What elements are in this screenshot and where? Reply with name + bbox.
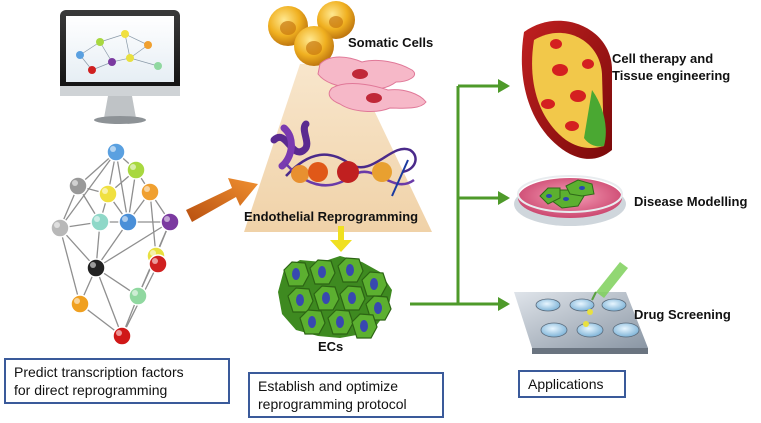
- establish-box-line2: reprogramming protocol: [258, 396, 407, 412]
- transcription-factor-network: [50, 142, 180, 346]
- network-node: [98, 184, 118, 204]
- applications-box: Applications: [518, 370, 626, 398]
- network-edge: [59, 227, 81, 305]
- cell-nucleus: [308, 316, 316, 328]
- establish-box-line1: Establish and optimize: [258, 378, 399, 394]
- network-node: [126, 160, 146, 180]
- predict-box-line1: Predict transcription factors: [14, 364, 184, 380]
- cell-nucleus: [318, 266, 326, 278]
- ecs-label: ECs: [318, 339, 344, 354]
- cell-nucleus: [374, 302, 382, 314]
- network-node-highlight: [54, 222, 60, 228]
- network-node-highlight: [122, 216, 128, 222]
- application-arrows: [410, 79, 510, 311]
- drug-screening-label: Drug Screening: [634, 307, 731, 322]
- network-node: [50, 218, 70, 238]
- network-node: [86, 258, 106, 278]
- network-node: [70, 294, 90, 314]
- cell-nucleus: [370, 278, 378, 290]
- cell-nucleus: [292, 268, 300, 280]
- network-node-highlight: [94, 216, 100, 222]
- cell-nucleus: [296, 294, 304, 306]
- network-node-highlight: [164, 216, 170, 222]
- network-edge: [95, 267, 123, 337]
- somatic-cells-illustration: [268, 1, 427, 112]
- somatic-cells-label: Somatic Cells: [348, 35, 434, 50]
- network-edge: [59, 151, 117, 229]
- cell-nucleus: [360, 320, 368, 332]
- network-node-highlight: [110, 146, 116, 152]
- network-node: [118, 212, 138, 232]
- petri-dish-illustration: [514, 175, 626, 226]
- network-node-highlight: [102, 188, 108, 194]
- network-node-highlight: [130, 164, 136, 170]
- predict-box: Predict transcription factors for direct…: [4, 358, 230, 404]
- network-node-highlight: [90, 262, 96, 268]
- network-node-highlight: [116, 330, 122, 336]
- applications-box-label: Applications: [528, 376, 604, 392]
- disease-modelling-label: Disease Modelling: [634, 194, 748, 209]
- network-node-highlight: [150, 250, 156, 256]
- establish-box: Establish and optimize reprogramming pro…: [248, 372, 444, 418]
- network-node: [112, 326, 132, 346]
- endothelial-reprogramming-label: Endothelial Reprogramming: [244, 209, 419, 224]
- cell-nucleus: [322, 292, 330, 304]
- network-node-highlight: [72, 180, 78, 186]
- network-node: [106, 142, 126, 162]
- down-arrow-icon: [330, 226, 352, 252]
- network-node-highlight: [152, 258, 158, 264]
- cell-therapy-label-line1: Cell therapy and: [612, 51, 714, 66]
- orange-arrow-icon: [186, 178, 258, 222]
- network-node: [90, 212, 110, 232]
- reprogramming-cone: [244, 64, 432, 232]
- cell-nucleus: [348, 292, 356, 304]
- network-node-highlight: [132, 290, 138, 296]
- network-edge: [115, 151, 129, 223]
- cell-therapy-label-line2: Tissue engineering: [612, 68, 731, 83]
- network-node: [68, 176, 88, 196]
- network-node-highlight: [144, 186, 150, 192]
- computer-monitor-icon: [60, 10, 180, 124]
- predict-box-line2: for direct reprogramming: [14, 382, 168, 398]
- well-plate-illustration: [514, 262, 648, 354]
- dna-chromosome-illustration: [270, 120, 417, 197]
- network-node: [140, 182, 160, 202]
- network-node: [160, 212, 180, 232]
- cell-nucleus: [346, 264, 354, 276]
- network-edge: [149, 191, 157, 257]
- blood-vessel-illustration: [521, 20, 612, 159]
- network-node: [148, 254, 168, 274]
- network-node: [128, 286, 148, 306]
- cell-nucleus: [336, 316, 344, 328]
- endothelial-cells-illustration: [278, 256, 392, 339]
- network-edge: [95, 221, 171, 269]
- network-node-highlight: [74, 298, 80, 304]
